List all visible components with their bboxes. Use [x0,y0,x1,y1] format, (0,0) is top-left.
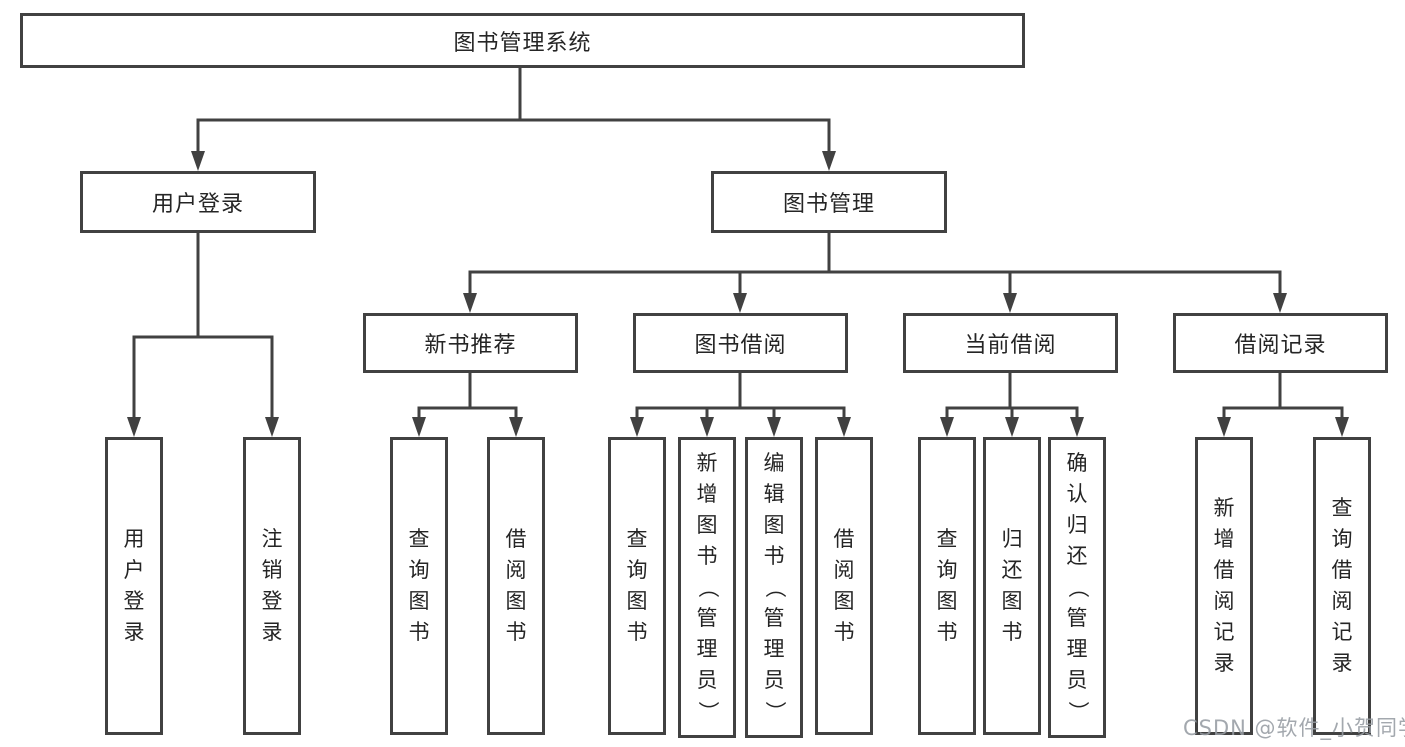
leaf-return-books: 归还图书 [983,437,1041,735]
leaf-add-borrow-record: 新增借阅记录 [1195,437,1253,735]
node-user-login: 用户登录 [80,171,316,233]
node-borrowing-records: 借阅记录 [1173,313,1388,373]
leaf-logout: 注销登录 [243,437,301,735]
leaf-query-books-2: 查询图书 [608,437,666,735]
node-library-management-system: 图书管理系统 [20,13,1025,68]
node-new-book-recommendation: 新书推荐 [363,313,578,373]
leaf-edit-book-admin: 编辑图书（管理员） [745,437,803,738]
leaf-add-book-admin: 新增图书（管理员） [678,437,736,738]
arrowheads [127,151,1349,437]
leaf-confirm-return-admin: 确认归还（管理员） [1048,437,1106,738]
leaf-query-books-3: 查询图书 [918,437,976,735]
leaf-query-borrow-record: 查询借阅记录 [1313,437,1371,735]
node-book-borrowing: 图书借阅 [633,313,848,373]
leaf-user-login: 用户登录 [105,437,163,735]
node-current-borrowing: 当前借阅 [903,313,1118,373]
node-book-management: 图书管理 [711,171,947,233]
watermark-csdn: CSDN @软件_小贺同学 [1183,716,1405,740]
leaf-borrow-books-2: 借阅图书 [815,437,873,735]
leaf-borrow-books-1: 借阅图书 [487,437,545,735]
leaf-query-books-1: 查询图书 [390,437,448,735]
